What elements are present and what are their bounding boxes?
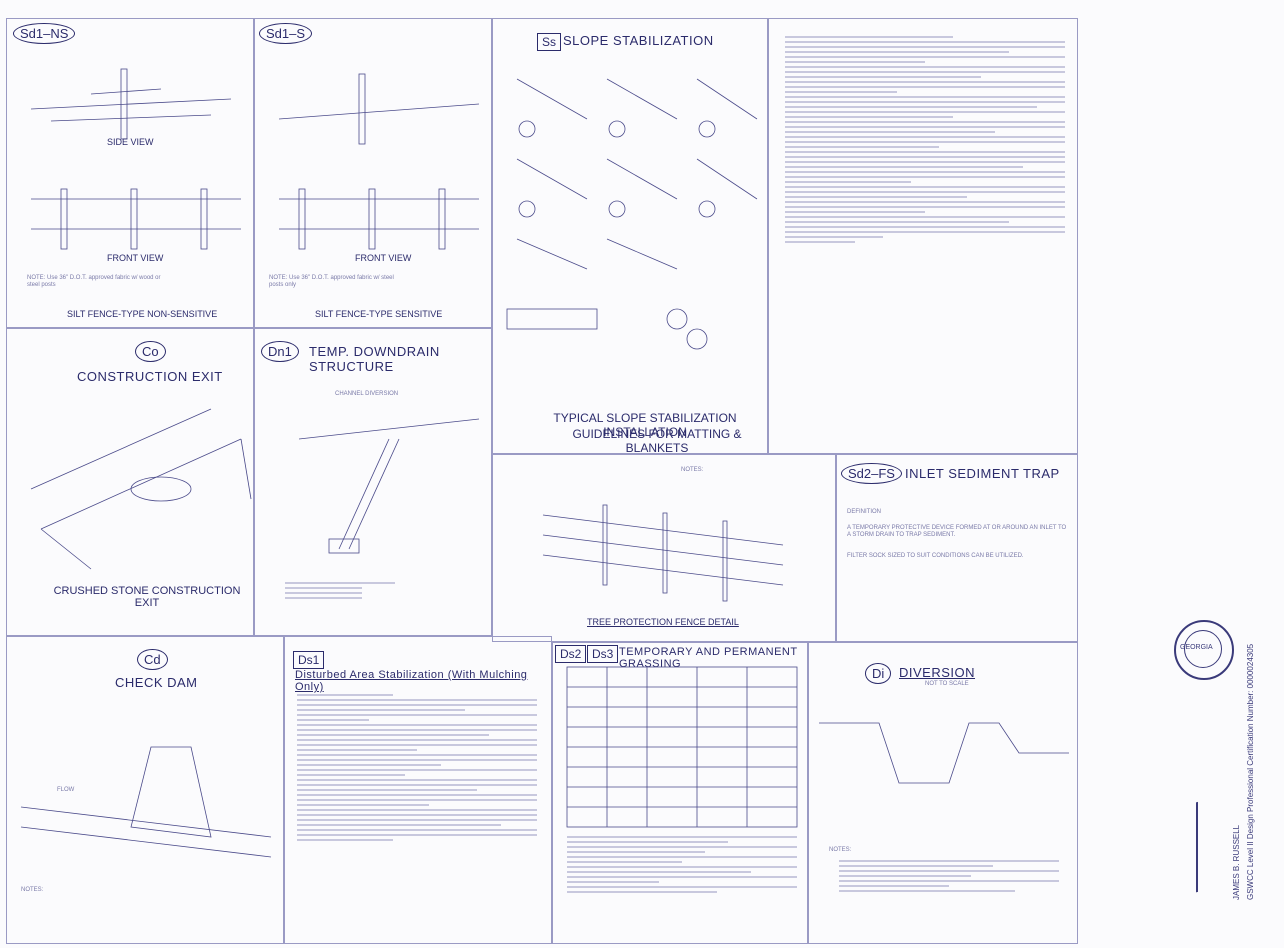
tag-co: Co bbox=[135, 341, 166, 362]
panel-sd2-fs: Sd2–FS INLET SEDIMENT TRAP DEFINITION A … bbox=[836, 454, 1078, 642]
signature-cert: GSWCC Level II Design Professional Certi… bbox=[1246, 643, 1255, 900]
di-title: DIVERSION bbox=[899, 665, 976, 680]
co-caption: CRUSHED STONE CONSTRUCTION EXIT bbox=[53, 585, 241, 609]
tag-di: Di bbox=[865, 663, 892, 684]
co-title: CONSTRUCTION EXIT bbox=[77, 369, 223, 384]
ds23-notes bbox=[567, 833, 797, 896]
tag-ss: Ss bbox=[537, 33, 562, 51]
front-view-label-2: FRONT VIEW bbox=[355, 253, 412, 263]
ss-caption-1: TYPICAL SLOPE STABILIZATION INSTALLATION bbox=[553, 411, 737, 439]
sensitive-fence-front-view bbox=[279, 188, 479, 250]
diversion-diagram bbox=[819, 722, 1069, 784]
tag-sd2-fs: Sd2–FS bbox=[841, 463, 902, 484]
cd-flow-label: FLOW bbox=[57, 787, 75, 793]
panel-ss: Ss SLOPE STABILIZATION TYPICAL SLOPE STA… bbox=[492, 18, 768, 455]
tag-sd1-ns: Sd1–NS bbox=[13, 23, 76, 44]
sd1ns-note: NOTE: Use 36" D.O.T. approved fabric w/ … bbox=[27, 275, 161, 288]
tag-cd: Cd bbox=[137, 649, 168, 670]
cd-title: CHECK DAM bbox=[115, 675, 198, 690]
dn1-title: TEMP. DOWNDRAIN STRUCTURE bbox=[309, 344, 440, 374]
panel-sd1-ns: Sd1–NS SIDE VIEW FRONT VIEW NOTE: Use 36… bbox=[6, 18, 254, 328]
tag-ds1: Ds1 bbox=[293, 651, 325, 669]
side-view-label: SIDE VIEW bbox=[107, 137, 154, 147]
tree-notes-title: NOTES: bbox=[681, 467, 704, 473]
sensitive-fence-side-view bbox=[278, 73, 480, 145]
tag-ds2: Ds2 bbox=[555, 645, 587, 663]
panel-cd: Cd CHECK DAM FLOW NOTES: bbox=[6, 636, 284, 944]
front-view-label: FRONT VIEW bbox=[107, 253, 164, 263]
tag-sd1-s: Sd1–S bbox=[259, 23, 313, 44]
sd2fs-def-label: DEFINITION bbox=[847, 509, 881, 515]
dn1-label: CHANNEL DIVERSION bbox=[335, 391, 399, 397]
panel-notes-text bbox=[768, 18, 1078, 454]
engineer-seal: GEORGIA bbox=[1174, 620, 1234, 680]
construction-exit-diagram bbox=[30, 408, 252, 570]
tree-caption: TREE PROTECTION FENCE DETAIL bbox=[587, 617, 739, 627]
tag-ds3: Ds3 bbox=[587, 645, 619, 663]
tree-fence-diagram bbox=[542, 504, 784, 602]
sd2fs-title: INLET SEDIMENT TRAP bbox=[905, 466, 1060, 481]
sd2fs-definition: A TEMPORARY PROTECTIVE DEVICE FORMED AT … bbox=[847, 525, 1067, 538]
di-notes-title: NOTES: bbox=[829, 847, 852, 853]
grassing-table bbox=[566, 666, 798, 828]
sd1s-caption: SILT FENCE-TYPE SENSITIVE bbox=[315, 309, 443, 319]
panel-tree: NOTES: TREE PROTECTION FENCE DETAIL bbox=[492, 454, 836, 642]
ds1-text bbox=[297, 691, 537, 844]
di-notes-text bbox=[839, 857, 1059, 895]
ss-caption-2: GUIDELINES FOR MATTING & BLANKETS bbox=[572, 427, 742, 455]
dn1-table bbox=[285, 579, 395, 602]
ss-title: SLOPE STABILIZATION bbox=[563, 33, 714, 48]
seal-text: GEORGIA bbox=[1180, 644, 1213, 651]
silt-fence-front-view bbox=[31, 188, 241, 250]
slope-stabilization-diagrams bbox=[506, 78, 758, 350]
silt-fence-side-view bbox=[30, 68, 232, 140]
sd1ns-caption: SILT FENCE-TYPE NON-SENSITIVE bbox=[67, 309, 218, 319]
notes-text-block bbox=[785, 33, 1065, 246]
panel-sd1-s: Sd1–S FRONT VIEW NOTE: Use 36" D.O.T. ap… bbox=[254, 18, 492, 328]
cd-notes: NOTES: bbox=[21, 887, 44, 893]
panel-ds1: Ds1 Disturbed Area Stabilization (With M… bbox=[284, 636, 552, 944]
sd1s-note: NOTE: Use 36" D.O.T. approved fabric w/ … bbox=[269, 275, 394, 288]
downdrain-diagram bbox=[298, 418, 480, 554]
signature-name: JAMES B. RUSSELL bbox=[1232, 824, 1241, 900]
panel-di: Di DIVERSION NOT TO SCALE NOTES: bbox=[808, 642, 1078, 944]
di-subtitle: NOT TO SCALE bbox=[925, 681, 969, 687]
signature-mark bbox=[1196, 797, 1218, 893]
panel-co: Co CONSTRUCTION EXIT CRUSHED STONE CONST… bbox=[6, 328, 254, 636]
panel-ds23: Ds2 Ds3 TEMPORARY AND PERMANENT GRASSING bbox=[552, 642, 808, 944]
tag-dn1: Dn1 bbox=[261, 341, 299, 362]
panel-dn1: Dn1 TEMP. DOWNDRAIN STRUCTURE CHANNEL DI… bbox=[254, 328, 492, 636]
sd2fs-filter: FILTER SOCK SIZED TO SUIT CONDITIONS CAN… bbox=[847, 553, 1024, 559]
check-dam-diagram bbox=[20, 746, 272, 858]
ds1-title: Disturbed Area Stabilization (With Mulch… bbox=[295, 669, 528, 693]
